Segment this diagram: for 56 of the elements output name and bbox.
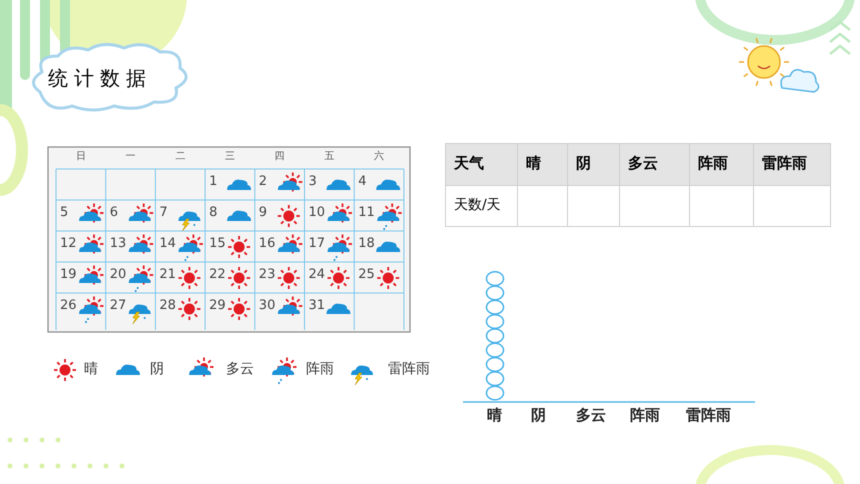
weekday-label: 二 xyxy=(175,152,186,162)
date-number: 28 xyxy=(159,299,176,312)
table-header-cell: 多云 xyxy=(619,143,690,186)
date-number: 9 xyxy=(258,206,268,219)
table-header-cell: 晴 xyxy=(517,143,568,186)
date-number: 31 xyxy=(308,299,326,312)
date-number: 13 xyxy=(110,237,126,250)
date-number: 10 xyxy=(308,206,326,219)
date-number: 21 xyxy=(159,268,176,281)
axis-label: 雷阵雨 xyxy=(686,408,731,423)
title-text: 统计数据 xyxy=(48,68,152,88)
date-number: 19 xyxy=(60,268,77,281)
legend-text: 雷阵雨 xyxy=(388,362,430,376)
axis-label: 阵雨 xyxy=(630,408,660,423)
date-number: 23 xyxy=(258,268,276,281)
date-number: 12 xyxy=(60,237,77,250)
date-number: 18 xyxy=(358,237,375,250)
date-number: 22 xyxy=(209,268,226,281)
date-number: 7 xyxy=(159,206,168,219)
date-number: 6 xyxy=(110,206,118,219)
date-number: 20 xyxy=(110,268,126,281)
date-number: 8 xyxy=(209,206,218,219)
weekday-label: 日 xyxy=(76,152,86,162)
legend-text: 多云 xyxy=(226,362,254,376)
date-number: 15 xyxy=(209,237,226,250)
legend-text: 晴 xyxy=(84,362,98,376)
date-number: 26 xyxy=(60,299,77,312)
weekday-label: 三 xyxy=(224,152,235,162)
table-header-cell: 阵雨 xyxy=(689,143,754,186)
table-cell: 天数/天 xyxy=(445,185,518,227)
weekday-label: 一 xyxy=(126,152,136,162)
date-number: 29 xyxy=(209,299,226,312)
date-number: 2 xyxy=(258,175,268,188)
weekday-label: 六 xyxy=(374,152,384,162)
axis-label: 阴 xyxy=(531,408,546,423)
date-number: 3 xyxy=(308,175,317,188)
date-number: 27 xyxy=(110,299,126,312)
weekday-label: 四 xyxy=(274,152,285,162)
date-number: 14 xyxy=(159,237,176,250)
date-number: 30 xyxy=(258,299,276,312)
table-header-cell: 天气 xyxy=(445,143,518,186)
legend-text: 阵雨 xyxy=(306,362,334,376)
date-number: 11 xyxy=(358,206,375,219)
weekday-label: 五 xyxy=(324,152,334,162)
date-number: 1 xyxy=(209,175,218,188)
date-number: 5 xyxy=(60,206,68,219)
table-header-cell: 阴 xyxy=(567,143,620,186)
date-number: 16 xyxy=(258,237,276,250)
date-number: 4 xyxy=(358,175,366,188)
axis-label: 多云 xyxy=(576,408,606,423)
axis-label: 晴 xyxy=(487,408,502,423)
legend-text: 阴 xyxy=(150,362,164,376)
table-header-cell: 雷阵雨 xyxy=(753,143,831,186)
date-number: 17 xyxy=(308,237,326,250)
date-number: 25 xyxy=(358,268,375,281)
date-number: 24 xyxy=(308,268,326,281)
